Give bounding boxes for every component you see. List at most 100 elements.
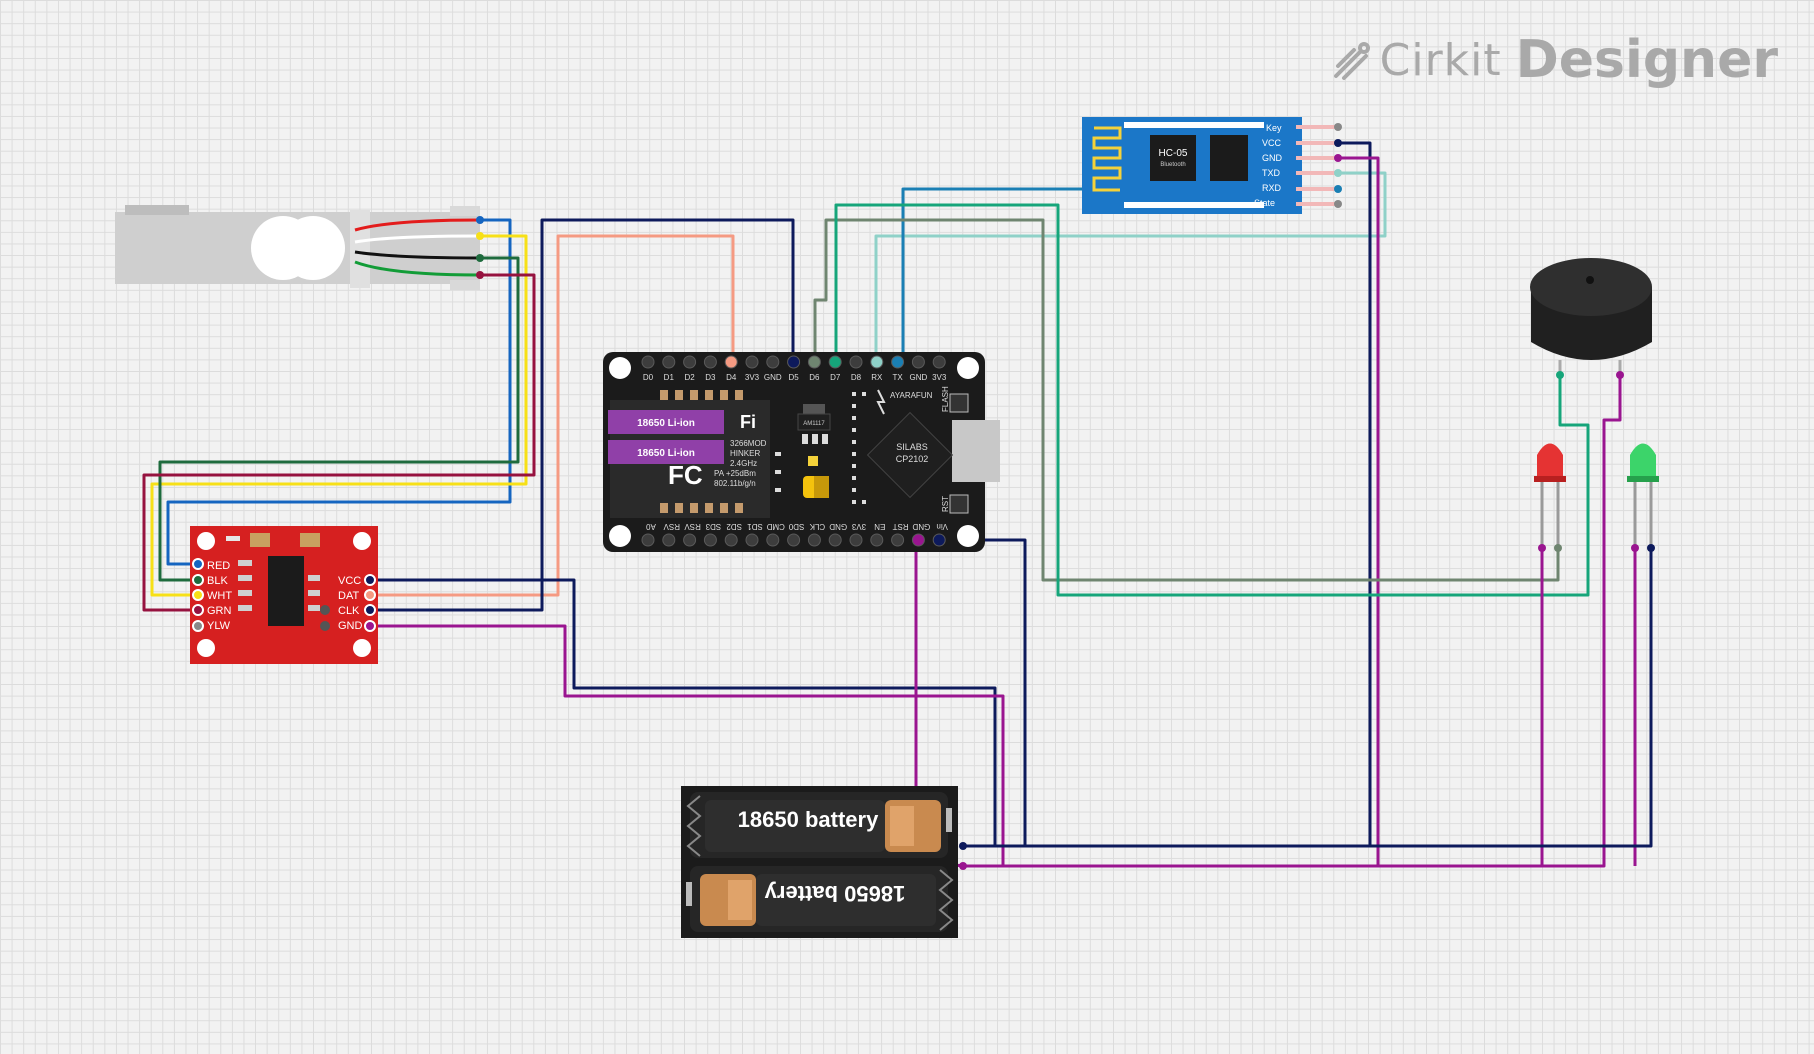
hx711-pin-ylw-terminal[interactable] <box>192 620 204 632</box>
nodemcu-top-pin-label-4: D4 <box>726 373 737 382</box>
wire-d6-to-red-led <box>813 218 1560 582</box>
load-cell-black-terminal[interactable] <box>476 254 484 262</box>
wire-lead-white <box>354 234 481 244</box>
nodemcu-bottom-pin-label-10: 3V3 <box>851 522 866 531</box>
hc05-pin-rxd: RXD <box>1262 183 1282 193</box>
hc05-bluetooth-module[interactable]: HC-05 Bluetooth Key VCC GND TXD RXD Stat… <box>1082 117 1342 214</box>
hc05-gnd-terminal[interactable] <box>1334 154 1342 162</box>
hx711-pin-vcc-terminal[interactable] <box>364 574 376 586</box>
nodemcu-bottom-pin-9[interactable] <box>828 533 842 547</box>
hx711-pin-gnd: GND <box>338 620 363 632</box>
load-cell-green-terminal[interactable] <box>476 271 484 279</box>
hx711-pin-wht: WHT <box>207 590 232 602</box>
nodemcu-bottom-pin-12[interactable] <box>891 533 905 547</box>
nodemcu-bottom-pin-2[interactable] <box>683 533 697 547</box>
nodemcu-bottom-pin-11[interactable] <box>870 533 884 547</box>
nodemcu-top-pin-5[interactable] <box>745 355 759 369</box>
hx711-pin-blk: BLK <box>207 575 228 587</box>
reset-button[interactable] <box>949 494 969 514</box>
green-led-anode-terminal[interactable] <box>1631 544 1639 552</box>
hc05-state-terminal[interactable] <box>1334 200 1342 208</box>
nodemcu-bottom-pin-0[interactable] <box>641 533 655 547</box>
nodemcu-top-pin-10[interactable] <box>849 355 863 369</box>
hx711-pin-gnd-terminal[interactable] <box>364 620 376 632</box>
load-cell-red-terminal[interactable] <box>476 216 484 224</box>
hx711-pin-wht-terminal[interactable] <box>192 589 204 601</box>
wire-red-to-hx711 <box>166 218 512 566</box>
hx711-pin-dat: DAT <box>338 590 359 602</box>
buzzer-positive-terminal[interactable] <box>1556 371 1564 379</box>
nodemcu-top-pin-7[interactable] <box>787 355 801 369</box>
red-led[interactable] <box>1534 443 1566 553</box>
hx711-pin-dat-terminal[interactable] <box>364 589 376 601</box>
nodemcu-bottom-pin-13[interactable] <box>911 533 925 547</box>
nodemcu-top-pin-2[interactable] <box>683 355 697 369</box>
nodemcu-top-pin-12[interactable] <box>891 355 905 369</box>
piezo-buzzer[interactable] <box>1530 258 1652 379</box>
nodemcu-bottom-pin-6[interactable] <box>766 533 780 547</box>
nodemcu-top-pin-1[interactable] <box>662 355 676 369</box>
nodemcu-bottom-pin-3[interactable] <box>703 533 717 547</box>
wire-lead-black <box>354 250 481 260</box>
hc05-vcc-terminal[interactable] <box>1334 139 1342 147</box>
nodemcu-top-pin-3[interactable] <box>703 355 717 369</box>
nodemcu-bottom-pin-1[interactable] <box>662 533 676 547</box>
battery-pack-2x18650[interactable]: 18650 battery 18650 battery <box>681 786 967 938</box>
green-led[interactable] <box>1627 443 1659 553</box>
hx711-pin-grn-terminal[interactable] <box>192 604 204 616</box>
nodemcu-top-pin-label-2: D2 <box>684 373 695 382</box>
nodemcu-bottom-pin-label-1: RSV <box>663 522 680 531</box>
hx711-pin-red-terminal[interactable] <box>192 558 204 570</box>
hc05-rxd-terminal[interactable] <box>1334 185 1342 193</box>
li-ion-cell-1[interactable] <box>608 410 724 434</box>
nodemcu-top-pin-label-7: D5 <box>788 373 799 382</box>
load-cell[interactable] <box>115 205 480 290</box>
nodemcu-top-pin-label-8: D6 <box>809 373 820 382</box>
nodemcu-top-pin-label-6: GND <box>764 373 782 382</box>
nodemcu-top-pin-9[interactable] <box>828 355 842 369</box>
hx711-module[interactable]: RED BLK WHT GRN YLW VCC DAT CLK GND <box>190 526 378 664</box>
nodemcu-top-pin-13[interactable] <box>911 355 925 369</box>
nodemcu-bottom-pin-5[interactable] <box>745 533 759 547</box>
nodemcu-bottom-pin-10[interactable] <box>849 533 863 547</box>
nodemcu-fcc-text: FC <box>668 460 703 490</box>
nodemcu-module-line-5: 802.11b/g/n <box>714 479 756 488</box>
battery-positive-terminal[interactable] <box>959 842 967 850</box>
nodemcu-top-pin-6[interactable] <box>766 355 780 369</box>
red-led-cathode-terminal[interactable] <box>1538 544 1546 552</box>
hx711-pin-grn: GRN <box>207 605 232 617</box>
nodemcu-bottom-pin-14[interactable] <box>932 533 946 547</box>
red-led-anode-terminal[interactable] <box>1554 544 1562 552</box>
hc05-txd-terminal[interactable] <box>1334 169 1342 177</box>
nodemcu-top-pin-8[interactable] <box>807 355 821 369</box>
load-cell-white-terminal[interactable] <box>476 232 484 240</box>
wire-hx711-dat-to-d4 <box>370 234 735 597</box>
nodemcu-brand-text: AYARAFUN <box>890 391 933 400</box>
nodemcu-bottom-pin-8[interactable] <box>807 533 821 547</box>
hc05-key-terminal[interactable] <box>1334 123 1342 131</box>
li-ion-cell-2[interactable] <box>608 440 724 464</box>
nodemcu-bottom-pin-label-6: CMD <box>766 522 784 531</box>
green-led-cathode-terminal[interactable] <box>1647 544 1655 552</box>
nodemcu-bottom-pin-4[interactable] <box>724 533 738 547</box>
wire-d7-to-buzzer <box>834 203 1590 597</box>
nodemcu-top-pin-11[interactable] <box>870 355 884 369</box>
nodemcu-bottom-header[interactable] <box>641 533 946 547</box>
hx711-pin-clk-terminal[interactable] <box>364 604 376 616</box>
battery-bottom-label: 18650 battery <box>764 881 905 906</box>
wire-hc05-rxd-to-tx <box>901 187 1338 362</box>
nodemcu-top-pin-14[interactable] <box>932 355 946 369</box>
nodemcu-top-pin-0[interactable] <box>641 355 655 369</box>
hx711-pin-blk-terminal[interactable] <box>192 574 204 586</box>
nodemcu-bottom-pin-7[interactable] <box>787 533 801 547</box>
nodemcu-top-pin-label-3: D3 <box>705 373 716 382</box>
hc05-subtitle: Bluetooth <box>1160 162 1185 168</box>
flash-button[interactable] <box>949 393 969 413</box>
nodemcu-bottom-pin-label-7: SD0 <box>788 522 804 531</box>
nodemcu-top-header[interactable] <box>641 355 946 369</box>
nodemcu-top-pin-4[interactable] <box>724 355 738 369</box>
battery-negative-terminal[interactable] <box>959 862 967 870</box>
buzzer-negative-terminal[interactable] <box>1616 371 1624 379</box>
